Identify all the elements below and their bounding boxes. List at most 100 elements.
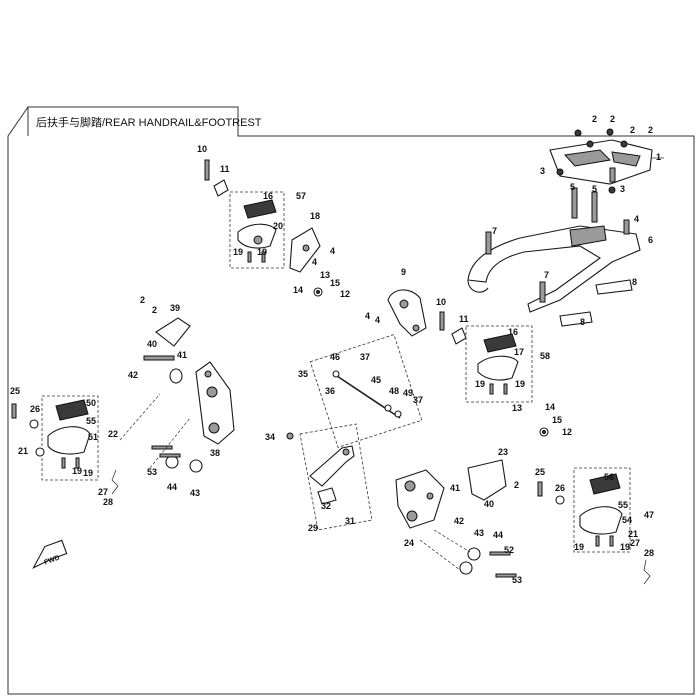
bolt-25-left — [11, 403, 45, 457]
callout-55: 55 — [618, 500, 628, 510]
diagram-frame — [7, 106, 695, 695]
callout-25: 25 — [10, 386, 20, 396]
callout-15: 15 — [552, 415, 562, 425]
callout-2: 2 — [630, 125, 635, 135]
callout-17: 17 — [514, 347, 524, 357]
brake-rod-35 — [332, 370, 402, 419]
callout-4: 4 — [365, 311, 370, 321]
callout-57: 57 — [296, 191, 306, 201]
callout-13: 13 — [512, 403, 522, 413]
callout-24: 24 — [404, 538, 414, 548]
footpeg-upper-left — [237, 199, 277, 263]
rear-rack-top-plate — [549, 139, 664, 185]
callout-3: 3 — [620, 184, 625, 194]
callout-3: 3 — [540, 166, 545, 176]
callout-2: 2 — [140, 295, 145, 305]
callout-5: 5 — [570, 182, 575, 192]
callout-56: 56 — [604, 472, 614, 482]
callout-31: 31 — [345, 516, 355, 526]
callout-28: 28 — [644, 548, 654, 558]
fwd-arrow-icon: FWD — [32, 539, 68, 569]
callout-19: 19 — [574, 542, 584, 552]
callout-19: 19 — [83, 468, 93, 478]
spring-28-right — [643, 559, 651, 585]
callout-19: 19 — [515, 379, 525, 389]
callout-29: 29 — [308, 523, 318, 533]
diagram-title: 后扶手与脚踏/REAR HANDRAIL&FOOTREST — [36, 115, 262, 129]
callout-21: 21 — [628, 529, 638, 539]
callout-26: 26 — [30, 404, 40, 414]
callout-49: 49 — [403, 388, 413, 398]
right-frame-bracket-24 — [395, 469, 445, 529]
callout-40: 40 — [147, 339, 157, 349]
callout-2: 2 — [648, 125, 653, 135]
callout-35: 35 — [298, 369, 308, 379]
callout-51: 51 — [88, 432, 98, 442]
callout-4: 4 — [330, 246, 335, 256]
brake-pedal-29 — [309, 445, 355, 505]
callout-41: 41 — [177, 350, 187, 360]
callout-2: 2 — [592, 114, 597, 124]
bolt-42-left — [143, 355, 183, 384]
callout-54: 54 — [622, 515, 632, 525]
callout-11: 11 — [459, 314, 469, 324]
callout-21: 21 — [18, 446, 28, 456]
callout-19: 19 — [72, 466, 82, 476]
callout-38: 38 — [210, 448, 220, 458]
callout-53: 53 — [512, 575, 522, 585]
callout-7: 7 — [544, 270, 549, 280]
callout-37: 37 — [413, 395, 423, 405]
callout-47: 47 — [644, 510, 654, 520]
callout-16: 16 — [263, 191, 273, 201]
callout-41: 41 — [450, 483, 460, 493]
footpeg-lower-right — [579, 473, 623, 547]
callout-50: 50 — [86, 398, 96, 408]
callout-26: 26 — [555, 483, 565, 493]
pivot-bolt-10-upper — [204, 159, 229, 197]
callout-16: 16 — [508, 327, 518, 337]
callout-42: 42 — [128, 370, 138, 380]
bracket-18 — [289, 227, 321, 273]
callout-5: 5 — [592, 184, 597, 194]
rack-bolts — [485, 128, 630, 303]
callout-34: 34 — [265, 432, 275, 442]
callout-36: 36 — [325, 386, 335, 396]
callout-13: 13 — [320, 270, 330, 280]
callout-10: 10 — [436, 297, 446, 307]
callout-2: 2 — [514, 480, 519, 490]
callout-46: 46 — [330, 352, 340, 362]
callout-19: 19 — [233, 247, 243, 257]
callout-37: 37 — [360, 352, 370, 362]
callout-42: 42 — [454, 516, 464, 526]
nut-34 — [286, 432, 294, 440]
callout-43: 43 — [474, 528, 484, 538]
callout-27: 27 — [98, 487, 108, 497]
callout-10: 10 — [197, 144, 207, 154]
callout-25: 25 — [535, 467, 545, 477]
callout-19: 19 — [620, 542, 630, 552]
callout-14: 14 — [545, 402, 555, 412]
callout-12: 12 — [562, 427, 572, 437]
callout-44: 44 — [493, 530, 503, 540]
pin-clip-12-right — [539, 427, 549, 437]
callout-19: 19 — [257, 247, 267, 257]
callout-58: 58 — [540, 351, 550, 361]
group-box-58 — [465, 325, 533, 403]
left-frame-bracket-38 — [195, 361, 235, 445]
callout-28: 28 — [103, 497, 113, 507]
callout-48: 48 — [389, 386, 399, 396]
callout-15: 15 — [330, 278, 340, 288]
bracket-9 — [387, 289, 427, 337]
callout-32: 32 — [321, 501, 331, 511]
pin-clip-12-upper — [313, 287, 323, 297]
bushings-43-left — [151, 445, 203, 473]
group-box-35 — [309, 334, 423, 448]
footpeg-right — [477, 333, 519, 395]
footpeg-left — [47, 399, 91, 469]
callout-4: 4 — [634, 214, 639, 224]
bracket-39 — [155, 317, 191, 347]
callout-4: 4 — [312, 257, 317, 267]
callout-44: 44 — [167, 482, 177, 492]
group-box-22 — [41, 395, 99, 481]
